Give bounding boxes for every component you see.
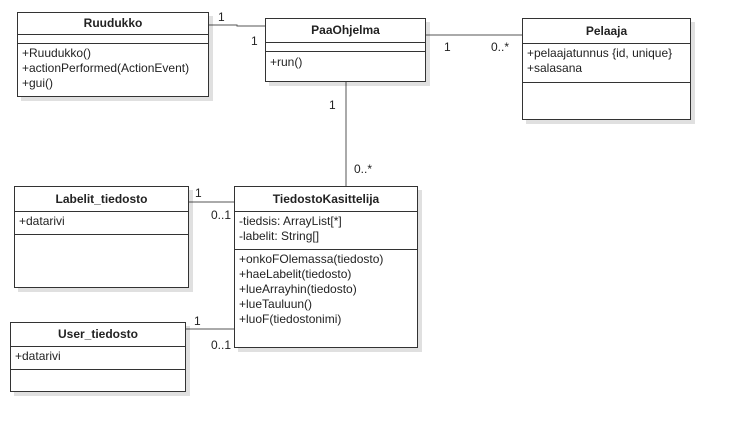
multiplicity-tiedosto-labelit: 0..1 (211, 208, 232, 222)
class-name: Labelit_tiedosto (15, 187, 188, 212)
method: +actionPerformed(ActionEvent) (22, 61, 190, 75)
class-labelit-tiedosto[interactable]: Labelit_tiedosto +datarivi (14, 186, 189, 288)
method: +gui() (22, 76, 54, 90)
attributes-section: -tiedsis: ArrayList[*] -labelit: String[… (235, 212, 417, 250)
multiplicity-pelaaja: 0..* (491, 40, 510, 54)
class-name: User_tiedosto (11, 323, 185, 347)
methods-section: +Ruudukko() +actionPerformed(ActionEvent… (18, 44, 208, 93)
method: +onkoFOlemassa(tiedosto) (239, 252, 384, 266)
class-ruudukko[interactable]: Ruudukko +Ruudukko() +actionPerformed(Ac… (17, 12, 209, 97)
class-pelaaja[interactable]: Pelaaja +pelaajatunnus {id, unique} +sal… (522, 18, 691, 120)
attribute: +pelaajatunnus {id, unique} (527, 46, 673, 60)
attribute: +salasana (527, 61, 583, 75)
class-name: Pelaaja (523, 19, 690, 44)
multiplicity-user: 1 (194, 314, 201, 328)
method: +haeLabelit(tiedosto) (239, 267, 352, 281)
attribute: +datarivi (19, 214, 65, 228)
methods-section (15, 235, 188, 239)
multiplicity-paaohjelma-left: 1 (251, 34, 258, 48)
methods-section: +onkoFOlemassa(tiedosto) +haeLabelit(tie… (235, 250, 417, 329)
attributes-section: +pelaajatunnus {id, unique} +salasana (523, 44, 690, 83)
attributes-section (266, 43, 425, 52)
method: +luoF(tiedostonimi) (239, 312, 342, 326)
methods-section (523, 83, 690, 87)
association-ruudukko-paaohjelma (209, 24, 265, 27)
method: +lueArrayhin(tiedosto) (239, 282, 357, 296)
multiplicity-tiedosto-user: 0..1 (211, 338, 232, 352)
method: +run() (270, 55, 303, 69)
multiplicity-paaohjelma-right: 1 (444, 40, 451, 54)
attributes-section: +datarivi (11, 347, 185, 370)
method: +lueTauluun() (239, 297, 313, 311)
attribute: -labelit: String[] (239, 229, 320, 243)
attributes-section (18, 35, 208, 44)
class-user-tiedosto[interactable]: User_tiedosto +datarivi (10, 322, 186, 392)
multiplicity-ruudukko: 1 (218, 10, 225, 24)
class-name: PaaOhjelma (266, 19, 425, 43)
methods-section (11, 370, 185, 374)
attribute: +datarivi (15, 349, 61, 363)
class-name: Ruudukko (18, 13, 208, 35)
attribute: -tiedsis: ArrayList[*] (239, 214, 342, 228)
multiplicity-tiedosto-top: 0..* (354, 162, 373, 176)
methods-section: +run() (266, 52, 425, 72)
class-name: TiedostoKasittelija (235, 187, 417, 212)
class-paaohjelma[interactable]: PaaOhjelma +run() (265, 18, 426, 82)
multiplicity-paaohjelma-bottom: 1 (329, 98, 336, 112)
multiplicity-labelit: 1 (195, 186, 202, 200)
attributes-section: +datarivi (15, 212, 188, 235)
method: +Ruudukko() (22, 46, 92, 60)
class-tiedostokasittelija[interactable]: TiedostoKasittelija -tiedsis: ArrayList[… (234, 186, 418, 348)
